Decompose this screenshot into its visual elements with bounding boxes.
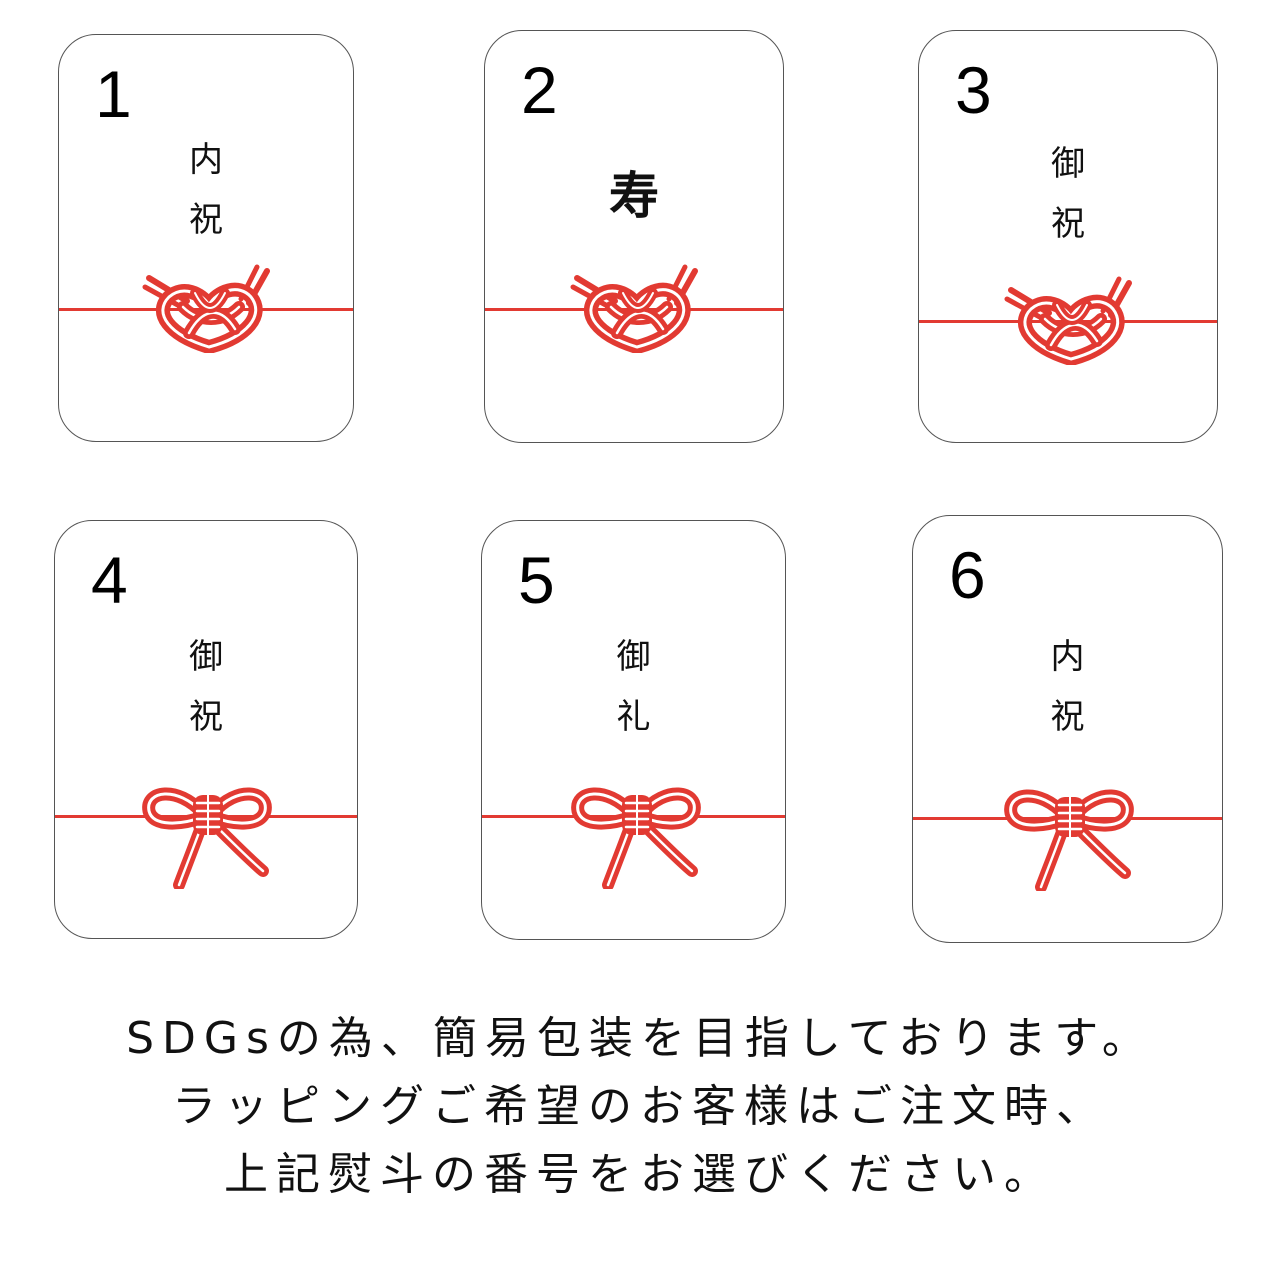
noshi-card-6[interactable]: 6 内 祝 — [912, 515, 1223, 943]
noshi-text: 寿 — [485, 166, 783, 226]
noshi-text-line2: 祝 — [189, 697, 223, 737]
notice-line-3: 上記熨斗の番号をお選びください。 — [224, 1149, 1056, 1200]
noshi-text-line2: 祝 — [1050, 697, 1085, 737]
noshi-text-line2: 祝 — [1051, 204, 1085, 244]
awaji-knot-icon — [142, 264, 270, 353]
noshi-text: 内 祝 — [59, 130, 353, 250]
noshi-text-line2: 祝 — [189, 200, 223, 240]
notice-line-2: ラッピングご希望のお客様はご注文時、 — [172, 1081, 1108, 1132]
noshi-card-5[interactable]: 5 御 礼 — [481, 520, 786, 940]
noshi-text: 御 礼 — [482, 627, 785, 747]
noshi-card-4[interactable]: 4 御 祝 — [54, 520, 358, 939]
noshi-text-line1: 御 — [1051, 144, 1085, 184]
chomusubi-knot-icon — [142, 787, 272, 889]
awaji-knot-icon — [570, 264, 698, 353]
noshi-text: 御 祝 — [919, 134, 1217, 254]
card-number: 5 — [518, 543, 555, 617]
card-number: 2 — [521, 53, 558, 127]
notice-line-1: SDGsの為、簡易包装を目指しております。 — [126, 1013, 1154, 1064]
card-number: 4 — [91, 543, 128, 617]
noshi-text-line1: 御 — [616, 637, 651, 677]
awaji-knot-icon — [1004, 276, 1132, 365]
card-number: 1 — [95, 57, 132, 131]
noshi-text-line1: 御 — [189, 637, 223, 677]
card-number: 6 — [949, 538, 986, 612]
chomusubi-knot-icon — [571, 787, 701, 889]
card-number: 3 — [955, 53, 992, 127]
noshi-text: 内 祝 — [913, 627, 1222, 747]
noshi-text-line2: 礼 — [616, 697, 651, 737]
noshi-text-line1: 寿 — [609, 166, 659, 225]
noshi-card-1[interactable]: 1 内 祝 — [58, 34, 354, 442]
noshi-card-3[interactable]: 3 御 祝 — [918, 30, 1218, 443]
noshi-text: 御 祝 — [55, 627, 357, 747]
noshi-card-2[interactable]: 2 寿 — [484, 30, 784, 443]
sdgs-notice: SDGsの為、簡易包装を目指しております。 ラッピングご希望のお客様はご注文時、… — [0, 1005, 1280, 1209]
chomusubi-knot-icon — [1004, 789, 1134, 891]
noshi-text-line1: 内 — [189, 140, 223, 180]
noshi-text-line1: 内 — [1050, 637, 1085, 677]
